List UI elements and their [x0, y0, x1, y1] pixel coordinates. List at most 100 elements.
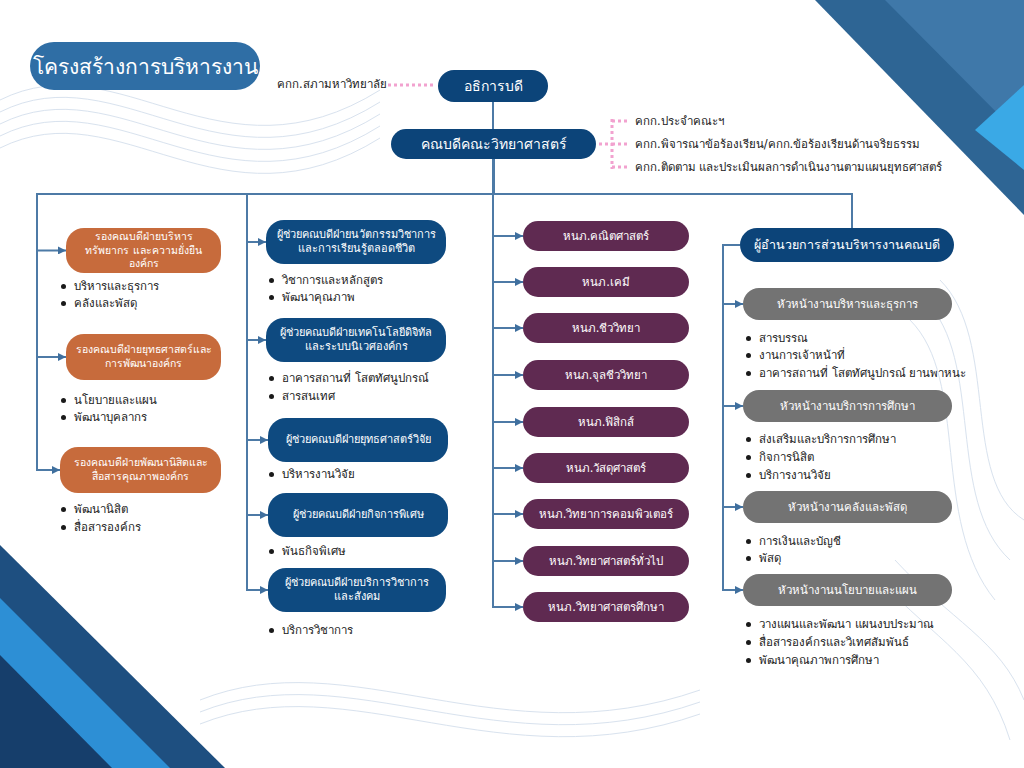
org-box: หนภ.วิทยาการคอมพิวเตอร์: [523, 499, 689, 529]
org-connector: [493, 159, 523, 422]
org-box: หนภ.ชีววิทยา: [523, 313, 689, 343]
box-text: รองคณบดีฝ่ายพัฒนานิสิตและ สื่อสารคุณภาพอ…: [68, 456, 213, 483]
committee-label: คกก.สภามหาวิทยาลัย: [277, 76, 387, 92]
box-text: คณบดีคณะวิทยาศาสตร์: [421, 135, 567, 153]
org-box: ผู้อำนวยการส่วนบริหารงานคณบดี: [740, 228, 954, 262]
box-text: หนภ.คณิตศาสตร์: [563, 229, 650, 244]
org-box: อธิการบดี: [438, 70, 548, 102]
bullet-item: พัฒนาบุคลากร: [60, 409, 147, 425]
box-text: หนภ.ฟิสิกส์: [578, 415, 635, 430]
org-box: หนภ.จุลชีววิทยา: [523, 360, 689, 390]
org-box: ผู้ช่วยคณบดีฝ่ายยุทธศาสตร์วิจัย: [268, 418, 448, 462]
bullet-item: พัสดุ: [745, 550, 781, 566]
org-box: หนภ.เคมี: [523, 267, 689, 297]
org-connector: [493, 159, 523, 282]
bullet-item: นโยบายและแผน: [60, 392, 157, 408]
bullet-item: วางแผนและพัฒนา แผนงบประมาณ: [745, 616, 934, 632]
corner-triangle: [975, 85, 1024, 170]
wave-line: [0, 109, 380, 149]
wave-line: [200, 695, 700, 725]
box-text: หัวหน้างานนโยบายและแผน: [778, 583, 917, 598]
bullet-item: ส่งเสริมและบริการการศึกษา: [745, 431, 896, 447]
box-text: หนภ.จุลชีววิทยา: [565, 368, 648, 383]
committee-label: คกก.ประจำคณะฯ: [635, 113, 724, 129]
org-connector: [247, 159, 494, 590]
org-box: หนภ.ฟิสิกส์: [523, 407, 689, 437]
committee-label: คกก.ติดตาม และประเมินผลการดำเนินงานตามแผ…: [635, 159, 942, 175]
org-connector: [493, 159, 523, 514]
corner-triangle: [815, 0, 1024, 215]
corner-triangle: [0, 655, 112, 768]
wave-lines: [0, 85, 1024, 740]
box-text: หัวหน้างานบริการการศึกษา: [780, 399, 915, 414]
bullet-item: สื่อสารองค์กรและวิเทศสัมพันธ์: [745, 634, 909, 650]
box-text: หนภ.วิทยาศาสตร์ทั่วไป: [549, 554, 664, 569]
org-box: รองคณบดีฝ่ายพัฒนานิสิตและ สื่อสารคุณภาพอ…: [60, 447, 221, 493]
org-connector: [37, 159, 494, 357]
box-text: ผู้อำนวยการส่วนบริหารงานคณบดี: [754, 237, 940, 253]
org-box: หัวหน้างานคลังและพัสดุ: [743, 491, 952, 523]
bullet-item: พันธกิจพิเศษ: [268, 543, 346, 559]
box-text: หัวหน้างานบริหารและธุรการ: [777, 297, 918, 312]
org-connector: [723, 245, 743, 507]
org-connector: [37, 159, 494, 470]
bullet-item: สารบรรณ: [745, 330, 808, 346]
bullet-item: วิชาการและหลักสูตร: [268, 272, 383, 288]
wave-line: [940, 280, 1024, 520]
dotted-line: [612, 143, 630, 146]
dotted-line: [612, 166, 630, 169]
bullet-item: พัฒนานิสิต: [60, 501, 128, 517]
org-box: คณบดีคณะวิทยาศาสตร์: [391, 129, 596, 159]
corner-triangle: [0, 598, 170, 768]
org-connector: [493, 159, 523, 236]
wave-line: [200, 707, 700, 737]
bullet-item: คลังและพัสดุ: [60, 295, 137, 311]
bullet-item: บริหารและธุรการ: [60, 278, 159, 294]
wave-line: [0, 121, 380, 161]
org-box: รองคณบดีฝ่ายบริหารทรัพยากร และความยั่งยื…: [66, 228, 221, 273]
org-connector: [723, 245, 743, 590]
page-title: โครงสร้างการบริหารงาน: [30, 42, 260, 90]
bullet-item: พัฒนาคุณภาพการศึกษา: [745, 652, 879, 668]
box-text: หัวหน้างานคลังและพัสดุ: [788, 500, 907, 515]
bullet-item: บริการงานวิจัย: [745, 467, 831, 483]
org-connector: [247, 159, 494, 440]
bullet-item: กิจการนิสิต: [745, 449, 814, 465]
box-text: ผู้ช่วยคณบดีฝ่ายเทคโนโลยีดิจิทัล และระบบ…: [274, 326, 438, 355]
org-box: หัวหน้างานบริการการศึกษา: [743, 390, 952, 422]
org-box: ผู้ช่วยคณบดีฝ่ายกิจการพิเศษ: [268, 493, 448, 537]
bullet-item: สื่อสารองค์กร: [60, 519, 141, 535]
box-text: หนภ.วิทยาการคอมพิวเตอร์: [539, 507, 674, 522]
org-connector: [493, 159, 523, 328]
org-box: ผู้ช่วยคณบดีฝ่ายเทคโนโลยีดิจิทัล และระบบ…: [266, 318, 446, 362]
dotted-line: [388, 84, 434, 87]
org-box: ผู้ช่วยคณบดีฝ่ายบริการวิชาการ และสังคม: [268, 568, 446, 612]
org-connector: [247, 159, 494, 515]
box-text: อธิการบดี: [464, 77, 523, 95]
wave-line: [200, 683, 700, 713]
org-connector: [493, 159, 523, 468]
org-box: หนภ.วิทยาศาสตรศึกษา: [523, 592, 689, 622]
org-box: หัวหน้างานนโยบายและแผน: [743, 574, 952, 606]
bullet-item: อาคารสถานที่ โสตทัศนูปกรณ์: [268, 370, 429, 386]
box-text: หนภ.เคมี: [582, 275, 630, 290]
bullet-item: งานการเจ้าหน้าที่: [745, 347, 845, 363]
dotted-line: [612, 120, 630, 123]
bullet-item: บริการวิชาการ: [268, 622, 353, 638]
org-box: รองคณบดีฝ่ายยุทธศาสตร์และ การพัฒนาองค์กร: [66, 334, 221, 380]
committee-label: คกก.พิจารณาข้อร้องเรียน/คกก.ข้อร้องเรียน…: [635, 136, 920, 152]
corner-triangle: [0, 545, 225, 768]
org-connector: [493, 159, 523, 561]
org-connector: [723, 245, 743, 406]
org-connector: [492, 102, 494, 129]
wave-line: [0, 97, 380, 137]
box-text: ผู้ช่วยคณบดีฝ่ายกิจการพิเศษ: [293, 508, 424, 522]
box-text: ผู้ช่วยคณบดีฝ่ายยุทธศาสตร์วิจัย: [286, 433, 431, 447]
bullet-item: สารสนเทศ: [268, 388, 335, 404]
org-connector: [493, 159, 523, 607]
box-text: ผู้ช่วยคณบดีฝ่ายบริการวิชาการ และสังคม: [276, 576, 438, 605]
box-text: รองคณบดีฝ่ายบริหารทรัพยากร และความยั่งยื…: [74, 230, 213, 271]
